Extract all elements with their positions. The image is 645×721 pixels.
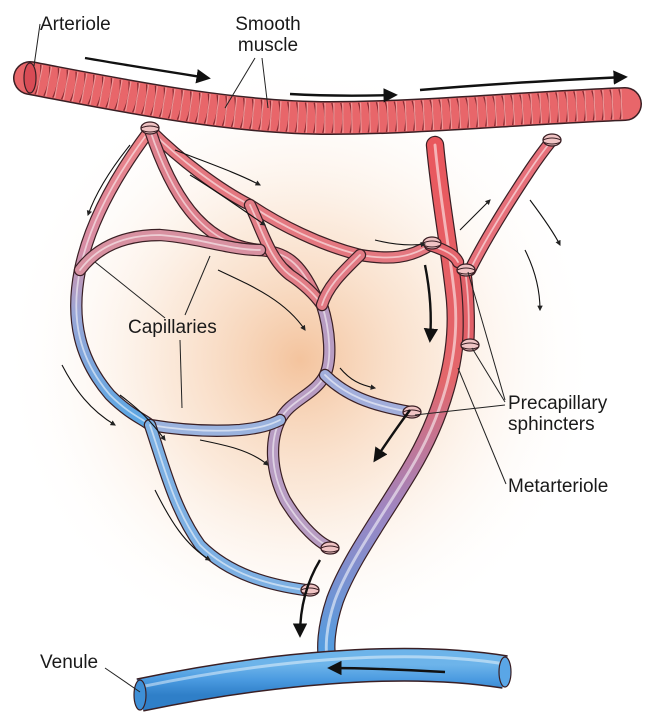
- flow-arrows: [61, 56, 628, 676]
- precapillary-leader-3: [414, 404, 506, 416]
- capillary-inner-link: [243, 198, 329, 312]
- arteriole-opening: [23, 62, 37, 94]
- arteriole-leader: [33, 23, 41, 67]
- sphincter-2: [422, 236, 442, 250]
- venule-end: [498, 656, 512, 688]
- flow-arrow-14: [423, 264, 439, 343]
- precapillary-label-line1: Precapillary: [508, 393, 608, 414]
- flow-arrow-10: [199, 439, 269, 466]
- flow-arrow-17: [459, 199, 491, 231]
- venule-leader: [104, 667, 141, 693]
- venule-label: Venule: [40, 652, 99, 673]
- capillary-left-loop: [70, 123, 157, 432]
- flow-arrow-9: [119, 394, 166, 441]
- flow-arrow-7: [217, 269, 306, 331]
- arteriole-label: Arteriole: [40, 14, 111, 35]
- smooth-muscle-label-line1: Smooth: [235, 14, 301, 35]
- precapillary-sphincters: [140, 121, 562, 597]
- flow-arrow-19: [529, 199, 561, 246]
- venule-opening: [133, 679, 147, 711]
- arteriole-vessel: [13, 61, 642, 136]
- flow-arrow-2: [289, 88, 398, 103]
- smooth-muscle-rings: [34, 64, 623, 134]
- metarteriole-leader: [457, 367, 507, 485]
- flow-arrow-18: [524, 249, 543, 312]
- capillary-lower-left: [143, 413, 287, 437]
- flow-arrow-5: [174, 149, 261, 186]
- flow-arrow-8: [61, 364, 116, 426]
- smooth-muscle-leader-2: [261, 57, 269, 109]
- flow-arrow-20: [327, 660, 446, 676]
- capillary-bottom-branch: [143, 418, 312, 597]
- capillary-upper-left: [73, 228, 267, 277]
- flow-arrow-4: [86, 144, 131, 217]
- capillary-network: [70, 123, 559, 597]
- venule-vessel: [133, 647, 512, 712]
- flow-arrow-1: [84, 56, 211, 84]
- capillaries-leader-2: [184, 255, 211, 316]
- capillaries-leader-3: [179, 339, 183, 409]
- capillaries-leader-1: [94, 261, 166, 319]
- precapillary-label-line2: sphincters: [508, 414, 595, 435]
- sphincter-1: [140, 121, 160, 135]
- flow-arrow-11: [339, 367, 377, 390]
- sphincter-8: [542, 133, 562, 147]
- flow-arrow-6: [189, 174, 266, 226]
- capillary-right-link: [318, 368, 417, 419]
- flow-arrow-13: [374, 239, 427, 248]
- flow-arrow-16: [292, 559, 322, 638]
- flow-arrow-15: [373, 409, 411, 463]
- sphincter-4: [460, 338, 480, 352]
- capillary-top-branch: [143, 123, 437, 264]
- smooth-muscle-label: Smooth muscle: [218, 14, 318, 56]
- sphincter-7: [300, 583, 320, 597]
- precapillary-leader-1: [467, 271, 506, 401]
- flow-arrow-12: [154, 489, 211, 561]
- metarteriole-right-link: [458, 263, 475, 352]
- sphincter-6: [320, 541, 340, 555]
- precapillary-sphincters-label: Precapillary sphincters: [508, 393, 607, 435]
- smooth-muscle-leader-1: [224, 57, 256, 109]
- capillary-cross-link: [315, 248, 367, 312]
- precapillary-leader-2: [471, 347, 506, 403]
- smooth-muscle-label-line2: muscle: [237, 35, 299, 56]
- capillary-right-arm: [463, 133, 559, 277]
- label-leader-lines: [33, 23, 507, 693]
- flow-arrow-3: [419, 70, 628, 92]
- sphincter-3: [456, 263, 476, 277]
- capillaries-label: Capillaries: [128, 317, 217, 338]
- venule-highlight: [139, 655, 506, 689]
- venule-body: [136, 649, 508, 711]
- metarteriole-label: Metarteriole: [508, 476, 609, 497]
